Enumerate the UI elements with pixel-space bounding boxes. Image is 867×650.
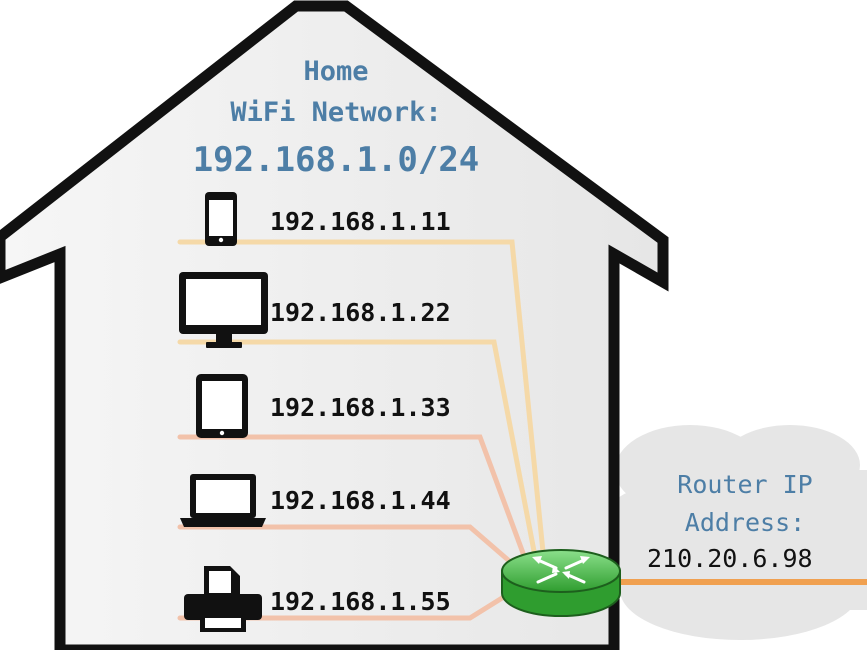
- router-label-line2: Address:: [684, 508, 806, 537]
- cable-device-3: [177, 434, 533, 575]
- network-subnet: 192.168.1.0/24: [192, 140, 480, 180]
- router-ip: 210.20.6.98: [647, 544, 813, 573]
- printer-icon: [184, 566, 262, 632]
- device-ip-5: 192.168.1.55: [270, 587, 451, 616]
- device-ip-2: 192.168.1.22: [270, 298, 451, 327]
- tablet-icon: [196, 374, 248, 438]
- router-label-line1: Router IP: [677, 470, 813, 499]
- cable-device-2: [177, 339, 541, 575]
- monitor-icon: [179, 272, 268, 348]
- router-icon: [501, 549, 621, 617]
- network-cables: [177, 239, 867, 621]
- smartphone-icon: [205, 192, 237, 246]
- device-ip-3: 192.168.1.33: [270, 393, 451, 422]
- device-ip-4: 192.168.1.44: [270, 486, 451, 515]
- laptop-icon: [180, 474, 266, 527]
- cable-device-1: [177, 239, 548, 575]
- internet-cloud: [600, 425, 867, 640]
- device-ip-1: 192.168.1.11: [270, 207, 451, 236]
- cable-device-5: [177, 587, 518, 621]
- network-title-line1: Home: [303, 56, 369, 87]
- cable-device-4: [177, 524, 525, 575]
- network-title-line2: WiFi Network:: [230, 97, 442, 128]
